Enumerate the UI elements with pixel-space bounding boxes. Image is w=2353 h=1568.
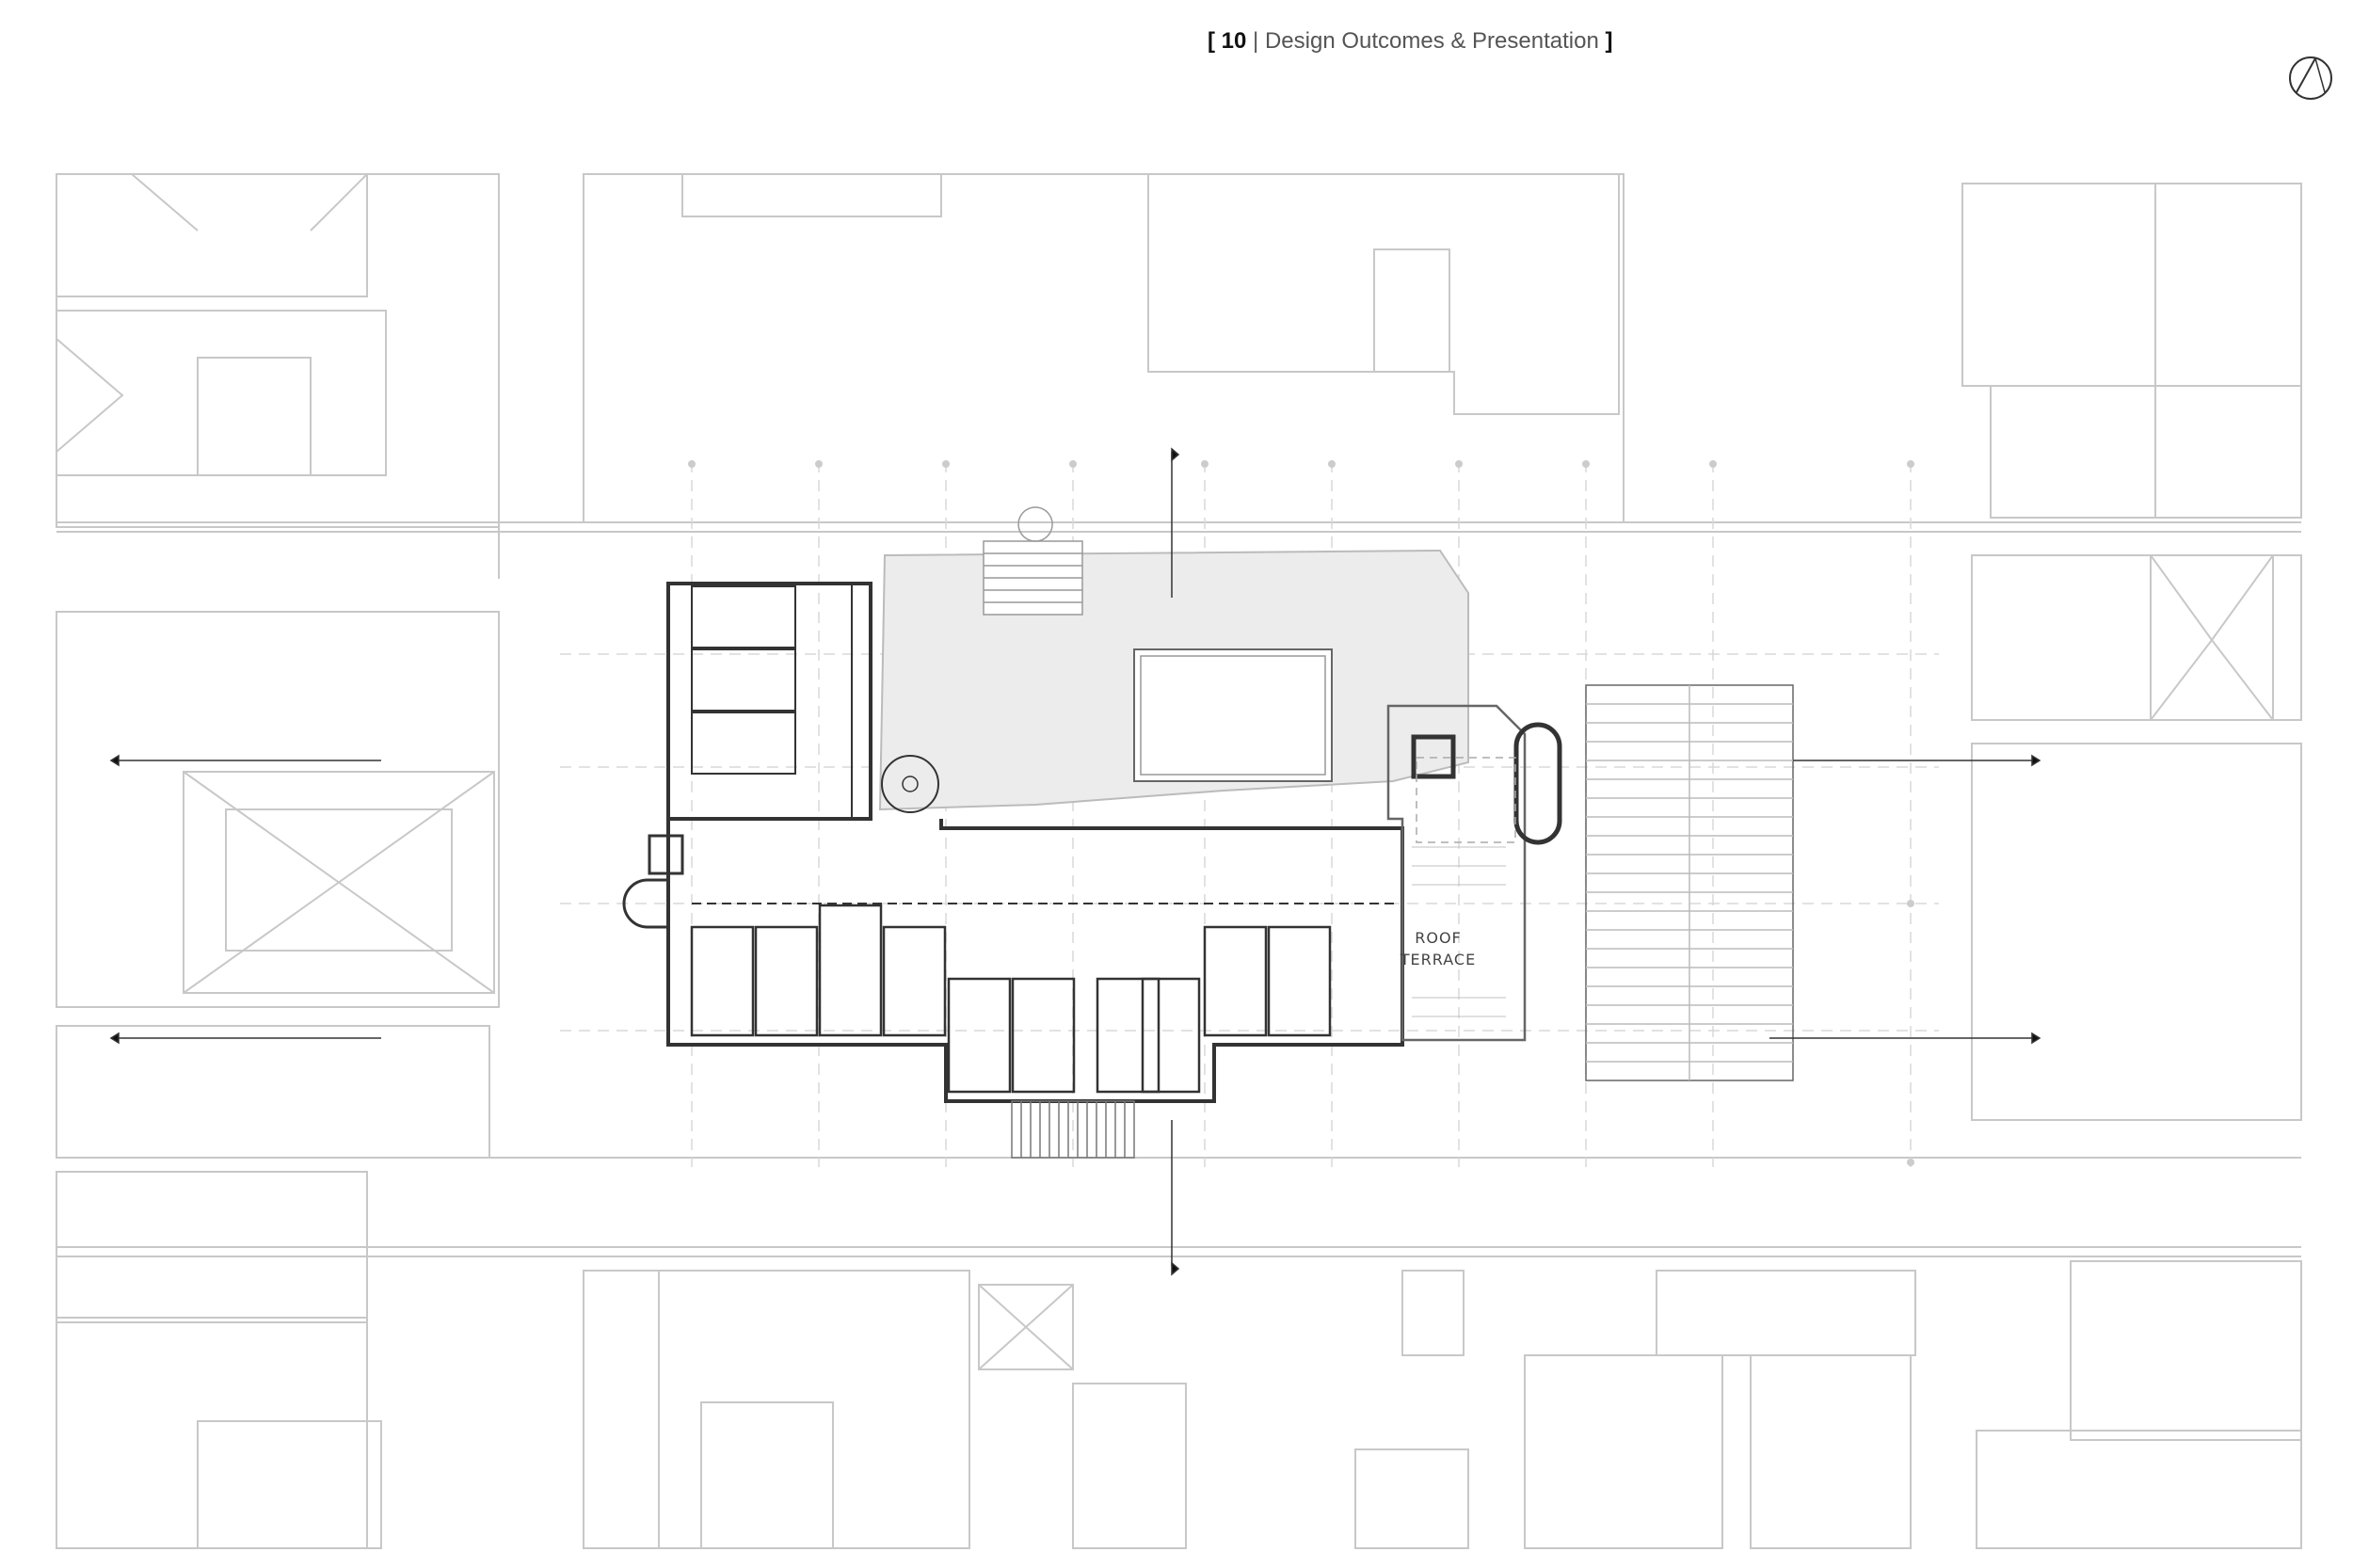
- roof-terrace-label: ROOF TERRACE: [1400, 929, 1476, 968]
- section-marker-icon: [2031, 754, 2041, 767]
- section-marker-icon: [1171, 447, 1180, 462]
- roof-terrace-label-line1: ROOF: [1415, 929, 1462, 947]
- grid-markers: [688, 460, 1914, 1166]
- roof-terrace-label-line2: TERRACE: [1400, 951, 1476, 968]
- page-title: Design Outcomes & Presentation: [1264, 28, 1599, 54]
- page-number: 10: [1221, 28, 1247, 54]
- header-bracket-open: [: [1208, 28, 1215, 54]
- site-context: [56, 173, 2302, 1549]
- parking-deck: [1585, 684, 1794, 1081]
- page-header: [ 10 | Design Outcomes & Presentation ]: [1208, 28, 1612, 55]
- header-bracket-close: ]: [1605, 28, 1613, 54]
- header-separator: |: [1253, 28, 1259, 54]
- north-arrow-icon: [2289, 56, 2332, 100]
- section-marker-icon: [109, 754, 120, 767]
- section-marker-icon: [109, 1032, 120, 1045]
- section-marker-icon: [1171, 1261, 1180, 1276]
- section-marker-icon: [2031, 1032, 2041, 1045]
- courtyard-garden: [878, 506, 1469, 811]
- building-plan: [622, 582, 1562, 1159]
- section-lines: [109, 447, 2041, 1276]
